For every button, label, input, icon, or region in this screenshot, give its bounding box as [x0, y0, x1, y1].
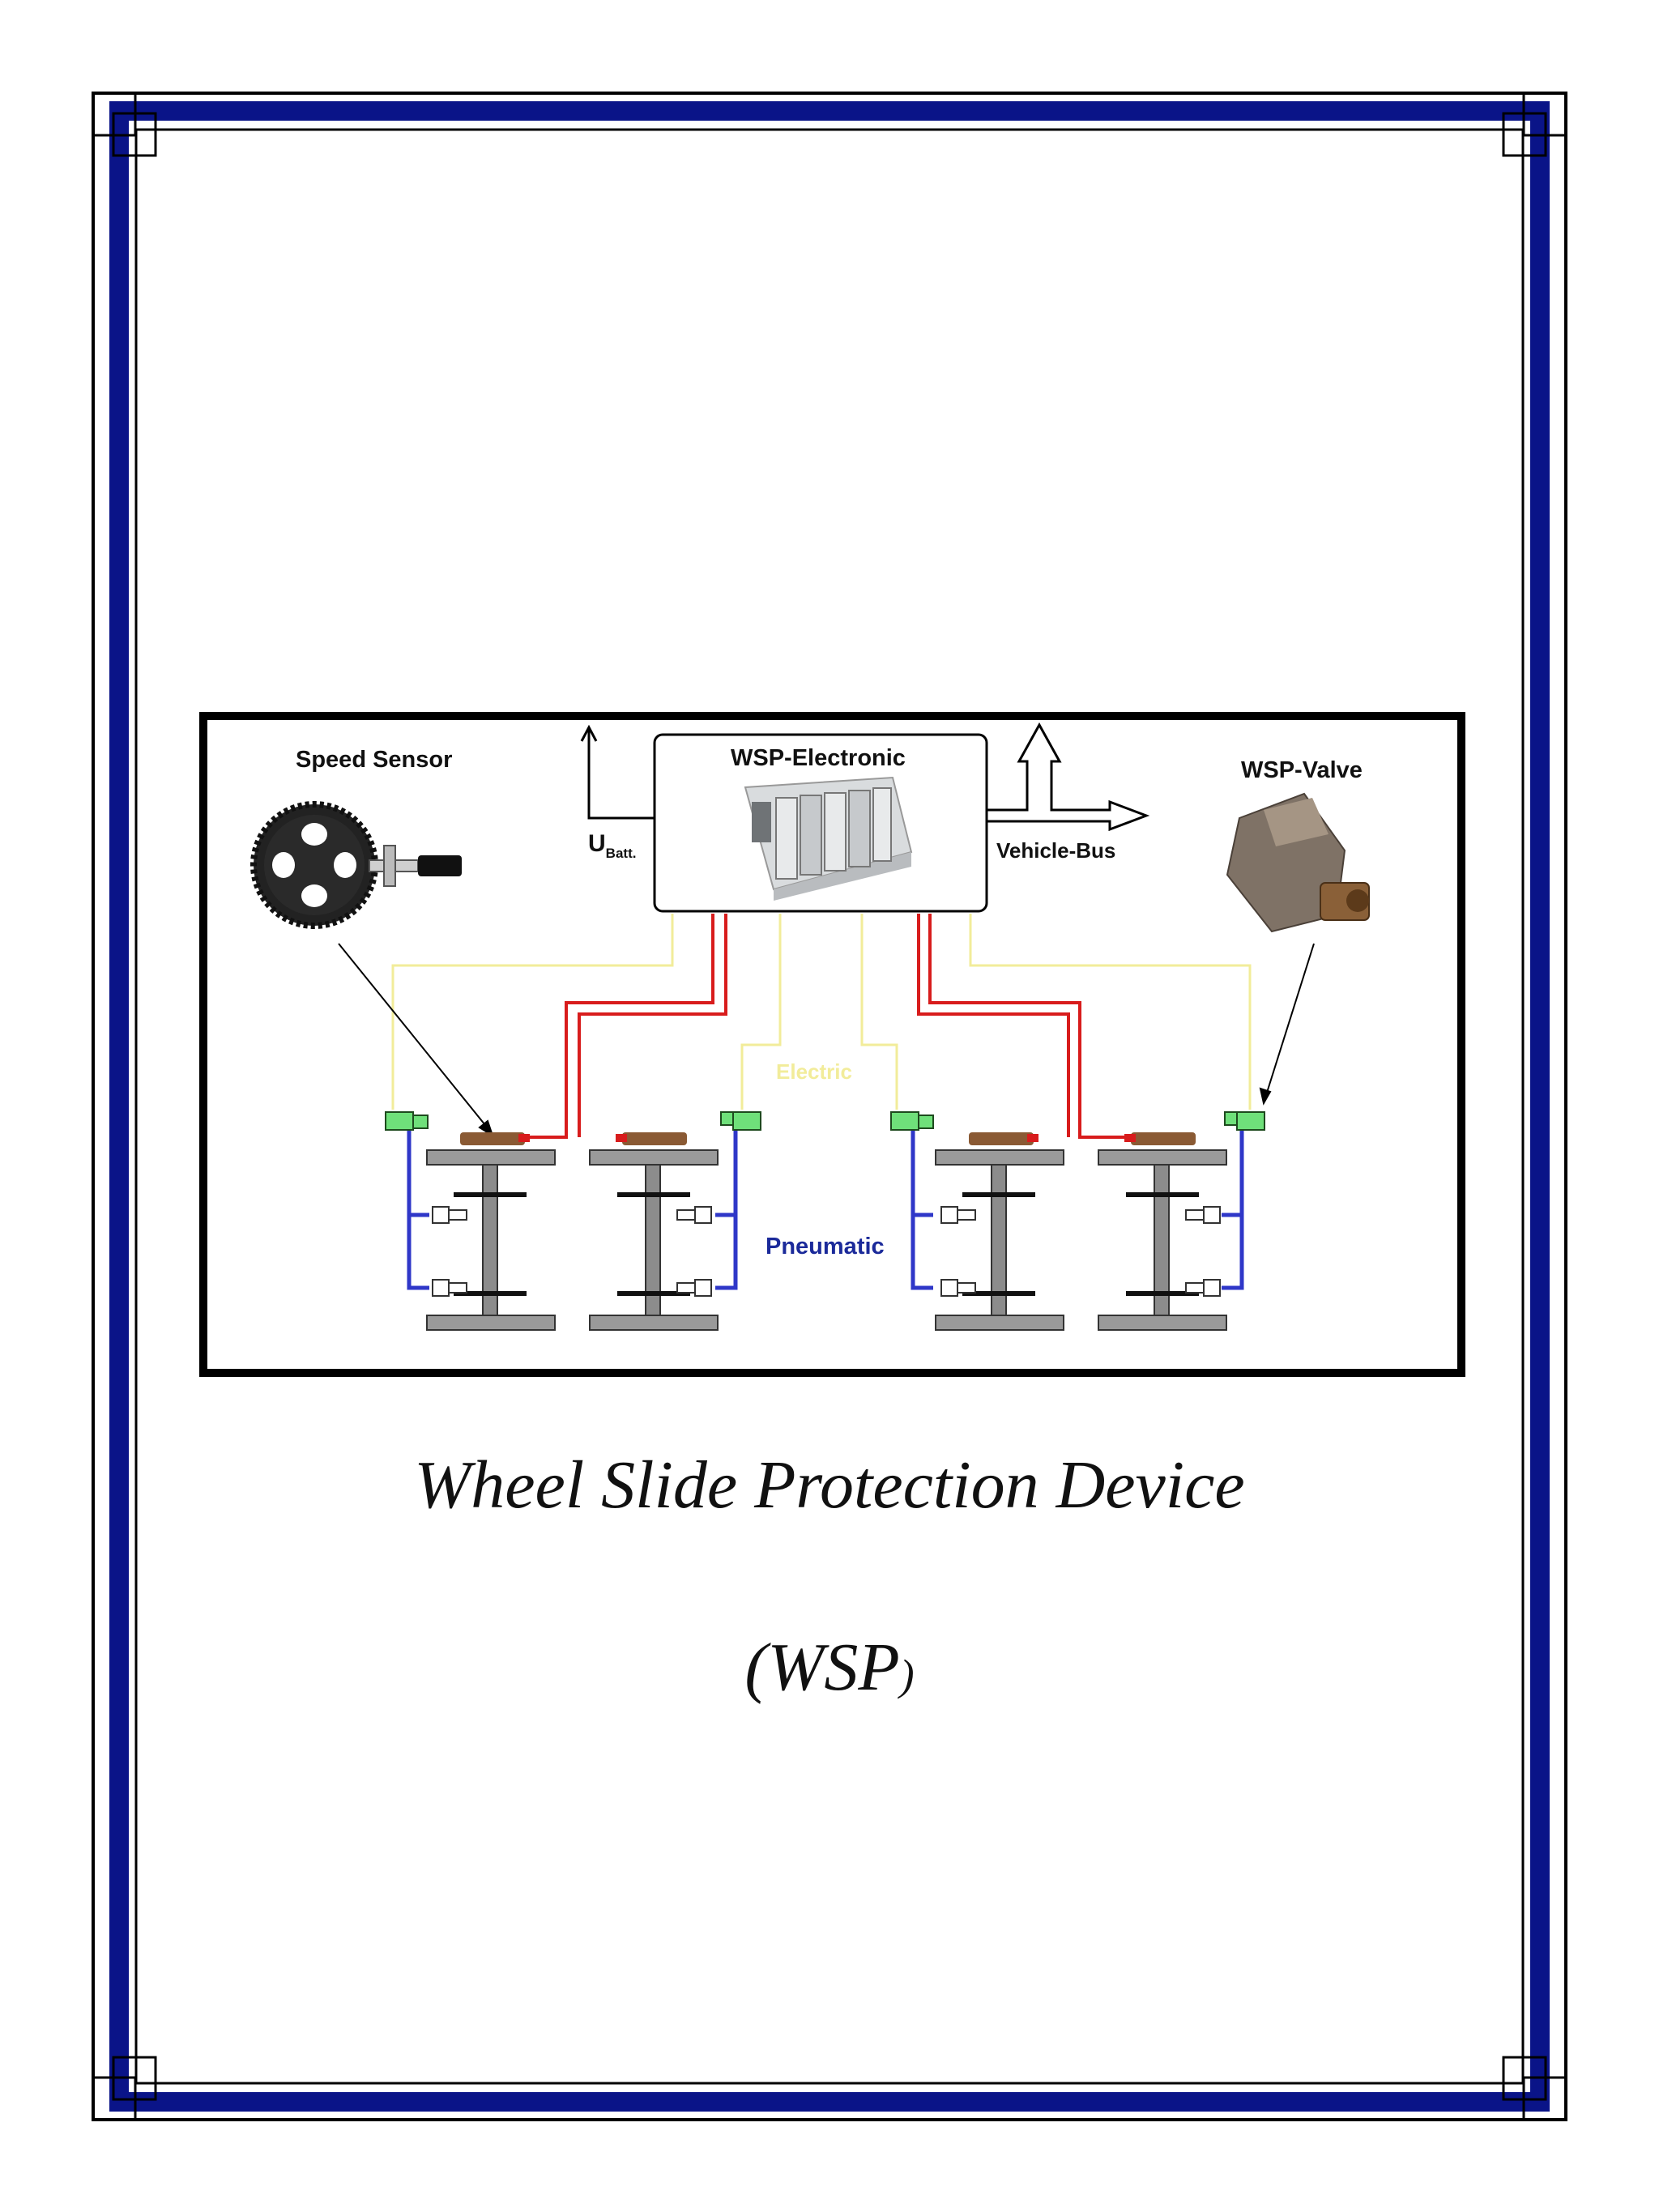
u-batt-arrow — [580, 724, 655, 820]
pneumatic-lines — [407, 1118, 1244, 1290]
subtitle-closing-paren: ) — [899, 1651, 915, 1699]
u-batt-subscript: Batt. — [605, 846, 637, 861]
valve-symbol-3 — [890, 1111, 934, 1131]
valve-symbol-4 — [1224, 1111, 1265, 1131]
wheelset-3 — [935, 1132, 1064, 1331]
sensor-pointer-arrow — [338, 943, 494, 1138]
valve-symbol-1 — [385, 1111, 429, 1131]
u-batt-main: U — [588, 830, 606, 857]
wheelset-2 — [589, 1132, 719, 1331]
electric-wires-red — [527, 914, 1132, 1139]
valve-symbol-2 — [720, 1111, 761, 1131]
valve-pointer-arrow — [1259, 943, 1315, 1106]
vehicle-bus-arrow — [985, 722, 1150, 832]
electric-label: Electric — [776, 1059, 852, 1084]
electric-wires-yellow — [391, 914, 1252, 1110]
corner-ornament-bottom-right — [1502, 2056, 1567, 2121]
speed-sensor-label: Speed Sensor — [296, 747, 453, 773]
corner-ornament-top-left — [92, 92, 157, 157]
wheelset-1 — [426, 1132, 556, 1331]
u-batt-label: UBatt. — [588, 830, 637, 861]
corner-ornament-bottom-left — [92, 2056, 157, 2121]
wsp-diagram — [199, 712, 1465, 1377]
vehicle-bus-label: Vehicle-Bus — [996, 838, 1116, 863]
wsp-electronic-label: WSP-Electronic — [731, 745, 906, 771]
wsp-valve-label: WSP-Valve — [1241, 757, 1363, 783]
subtitle-abbreviation: (WSP — [744, 1630, 900, 1705]
wheelset-4 — [1098, 1132, 1227, 1331]
speed-sensor-image — [250, 801, 462, 929]
document-subtitle: (WSP) — [0, 1628, 1659, 1707]
corner-ornament-top-right — [1502, 92, 1567, 157]
document-title: Wheel Slide Protection Device — [414, 1447, 1245, 1523]
wsp-valve-image — [1226, 792, 1370, 933]
pneumatic-label: Pneumatic — [766, 1234, 885, 1259]
wsp-electronic-rack-image — [744, 776, 913, 901]
